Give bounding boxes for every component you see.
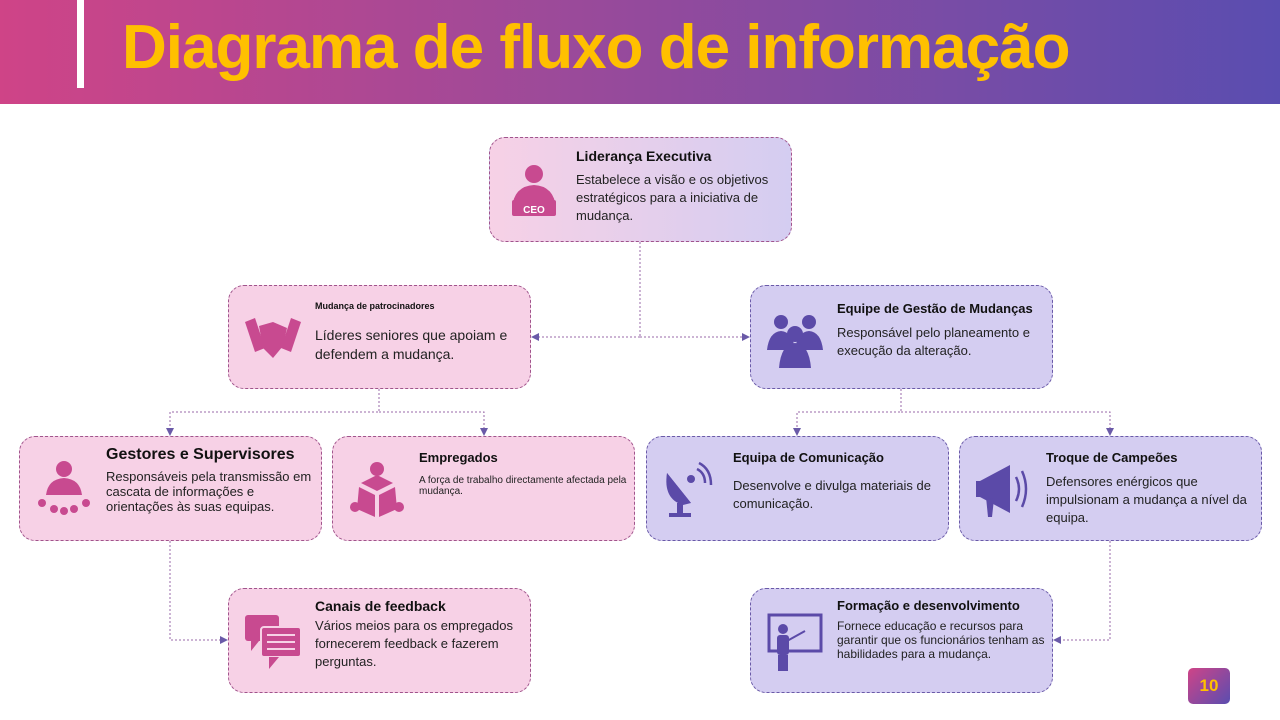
node-description: Estabelece a visão e os objetivos estrat…	[576, 172, 769, 223]
node-title: Gestores e Supervisores	[106, 446, 295, 463]
manager-group-icon	[38, 461, 90, 515]
svg-text:CEO: CEO	[523, 205, 545, 216]
node-description: Fornece educação e recursos para garanti…	[837, 619, 1045, 661]
node-description: Responsável pelo planeamento e execução …	[837, 325, 1030, 358]
title-accent-bar	[77, 0, 84, 88]
node-title: Formação e desenvolvimento	[837, 598, 1020, 613]
page-number: 10	[1188, 668, 1230, 704]
node-title: Liderança Executiva	[576, 148, 712, 164]
team-icon	[767, 315, 823, 368]
connector-to-feedback	[169, 541, 228, 644]
chat-bubbles-icon	[245, 615, 302, 669]
title-banner: Diagrama de fluxo de informação	[0, 0, 1280, 104]
ceo-icon: CEO	[512, 165, 556, 216]
node-title: Mudança de patrocinadores	[315, 301, 435, 311]
node-employees: Empregados A força de trabalho directame…	[332, 436, 635, 541]
satellite-dish-icon	[666, 461, 713, 517]
node-title: Canais de feedback	[315, 598, 446, 614]
page-title: Diagrama de fluxo de informação	[122, 13, 1070, 82]
node-description: Defensores enérgicos que impulsionam a m…	[1046, 474, 1247, 525]
node-title: Equipe de Gestão de Mudanças	[837, 301, 1033, 316]
node-champions: Troque de Campeões Defensores enérgicos …	[959, 436, 1262, 541]
node-description: Líderes seniores que apoiam e defendem a…	[315, 327, 508, 362]
megaphone-icon	[976, 465, 1028, 517]
node-change-sponsors: Mudança de patrocinadores Líderes senior…	[228, 285, 531, 389]
node-communication-team: Equipa de Comunicação Desenvolve e divul…	[646, 436, 949, 541]
connector-team-down	[793, 389, 902, 436]
node-title: Empregados	[419, 450, 498, 465]
node-managers-supervisors: Gestores e Supervisores Responsáveis pel…	[19, 436, 322, 541]
handshake-icon	[245, 318, 301, 358]
connector-to-employees	[379, 411, 488, 436]
node-description: A força de trabalho directamente afectad…	[419, 475, 627, 497]
node-change-management-team: Equipe de Gestão de Mudanças Responsável…	[750, 285, 1053, 389]
node-description: Responsáveis pela transmissão em cascata…	[106, 469, 312, 514]
node-feedback-channels: Canais de feedback Vários meios para os …	[228, 588, 531, 693]
node-title: Equipa de Comunicação	[733, 450, 884, 465]
connector-sponsors-down	[166, 389, 380, 436]
workforce-icon	[350, 462, 404, 517]
node-title: Troque de Campeões	[1046, 450, 1178, 465]
node-description: Vários meios para os empregados fornecer…	[315, 618, 513, 669]
node-executive-leadership: CEO Liderança Executiva Estabelece a vis…	[489, 137, 792, 242]
teacher-board-icon	[767, 613, 823, 671]
node-description: Desenvolve e divulga materiais de comuni…	[733, 478, 931, 511]
node-training: Formação e desenvolvimento Fornece educa…	[750, 588, 1053, 693]
connector-to-champions	[901, 411, 1114, 436]
connector-to-training	[1053, 541, 1111, 644]
